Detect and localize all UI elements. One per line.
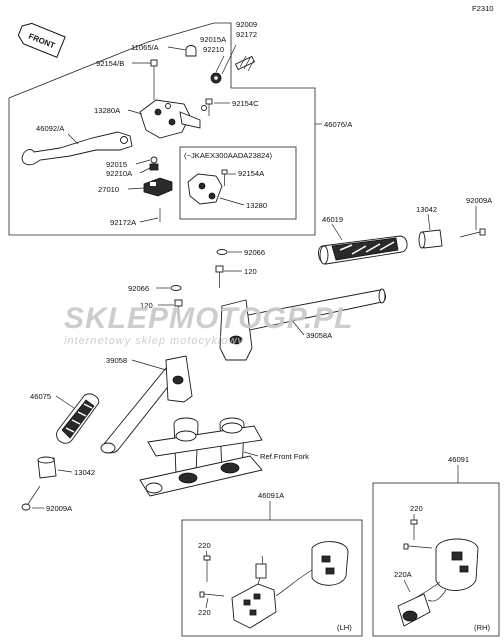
label-92009A-l: 92009A — [46, 504, 73, 513]
left-switch-screw-bottom-icon — [199, 591, 225, 598]
label-46075: 46075 — [30, 392, 51, 401]
label-46019: 46019 — [322, 215, 343, 224]
right-grip-icon — [318, 235, 408, 265]
lever-nut-icon — [149, 163, 159, 171]
label-13042-l: 13042 — [74, 468, 95, 477]
svg-text:92015A: 92015A — [200, 35, 227, 44]
reservoir-cap-icon — [185, 45, 197, 57]
subbox-note: (~JKAEX300AADA23824) — [184, 151, 272, 160]
left-grip-icon — [56, 393, 100, 444]
reference-note: Ref.Front Fork — [260, 452, 309, 461]
svg-text:13280: 13280 — [246, 201, 267, 210]
bar-end-weight-icon — [418, 229, 443, 249]
brake-lever-labels: 92009 92172 11065/A 92015A 92210 92154/B… — [36, 20, 267, 227]
switch-lh-ref: 46091A — [258, 491, 285, 500]
label-220-lh-bottom: 220 — [198, 608, 211, 617]
svg-text:27010: 27010 — [98, 185, 119, 194]
switch-rh-frame — [372, 482, 500, 637]
label-92066-r: 92066 — [244, 248, 265, 257]
right-handlebar-icon — [219, 288, 387, 361]
left-switch-screw-top-icon — [203, 555, 211, 582]
pivot-bolt-icon — [150, 59, 158, 100]
label-220-lh-top: 220 — [198, 541, 211, 550]
svg-text:92009: 92009 — [236, 20, 257, 29]
svg-text:92154/B: 92154/B — [96, 59, 124, 68]
svg-text:13280A: 13280A — [94, 106, 121, 115]
banjo-bolt-icon — [234, 55, 256, 72]
bar-end-bolt-icon — [459, 228, 486, 238]
label-39058A: 39058A — [306, 331, 333, 340]
label-220-rh: 220 — [410, 504, 423, 513]
left-bar-end-bolt-icon — [21, 485, 41, 511]
label-120-r: 120 — [244, 267, 257, 276]
label-92009A-r: 92009A — [466, 196, 493, 205]
bolt-120-right-icon — [215, 265, 224, 288]
master-cylinder-icon — [139, 99, 207, 139]
switch-rh-ref: 46091 — [448, 455, 469, 464]
serial-subbox — [179, 146, 297, 220]
label-13042-r: 13042 — [416, 205, 437, 214]
brake-lever-icon — [21, 131, 133, 166]
watermark-subtitle: internetowy sklep motocyklowy — [64, 335, 245, 347]
diagram-code: F2310 — [472, 4, 494, 13]
clamp-screw-icon — [221, 169, 228, 186]
watermark: SKLEPMOTOGP.PL internetowy sklep motocyk… — [64, 302, 354, 347]
right-switch-screw-mid-icon — [410, 519, 418, 540]
label-92066-l: 92066 — [128, 284, 149, 293]
brake-lever-frame — [8, 22, 316, 236]
svg-text:92210A: 92210A — [106, 169, 133, 178]
brake-leader-lines — [67, 44, 245, 223]
svg-text:46092/A: 46092/A — [36, 124, 65, 133]
screw-icon — [205, 98, 213, 116]
label-120-l: 120 — [140, 301, 153, 310]
label-220A-rh: 220A — [394, 570, 413, 579]
svg-text:92015: 92015 — [106, 160, 127, 169]
svg-text:92172A: 92172A — [110, 218, 137, 227]
bolt-120-left-icon — [174, 299, 183, 320]
svg-text:11065/A: 11065/A — [131, 43, 160, 52]
front-direction-icon: FRONT — [17, 22, 66, 58]
svg-text:92154A: 92154A — [238, 169, 265, 178]
watermark-brand: SKLEPMOTOGP.PL — [64, 302, 354, 335]
label-46076A: 46076/A — [324, 120, 353, 129]
washer-92066-left-icon — [170, 285, 182, 291]
label-39058: 39058 — [106, 356, 127, 365]
switch-lh-frame — [181, 519, 363, 637]
svg-text:92210: 92210 — [203, 45, 224, 54]
left-switch-housing-icon — [231, 541, 349, 629]
svg-text:92172: 92172 — [236, 30, 257, 39]
triple-clamp-icon — [139, 417, 263, 497]
right-switch-housing-icon — [397, 538, 479, 627]
lever-washer-icon — [150, 156, 158, 164]
svg-text:92154C: 92154C — [232, 99, 259, 108]
left-bar-end-weight-icon — [37, 456, 57, 479]
left-handlebar-icon — [100, 355, 193, 454]
switch-lh-side: (LH) — [337, 623, 352, 632]
switch-rh-side: (RH) — [474, 623, 490, 632]
washer-92066-right-icon — [216, 249, 228, 255]
right-switch-screw-top-icon — [403, 543, 433, 550]
clamp-holder-icon — [187, 173, 223, 205]
brake-switch-icon — [143, 177, 173, 197]
